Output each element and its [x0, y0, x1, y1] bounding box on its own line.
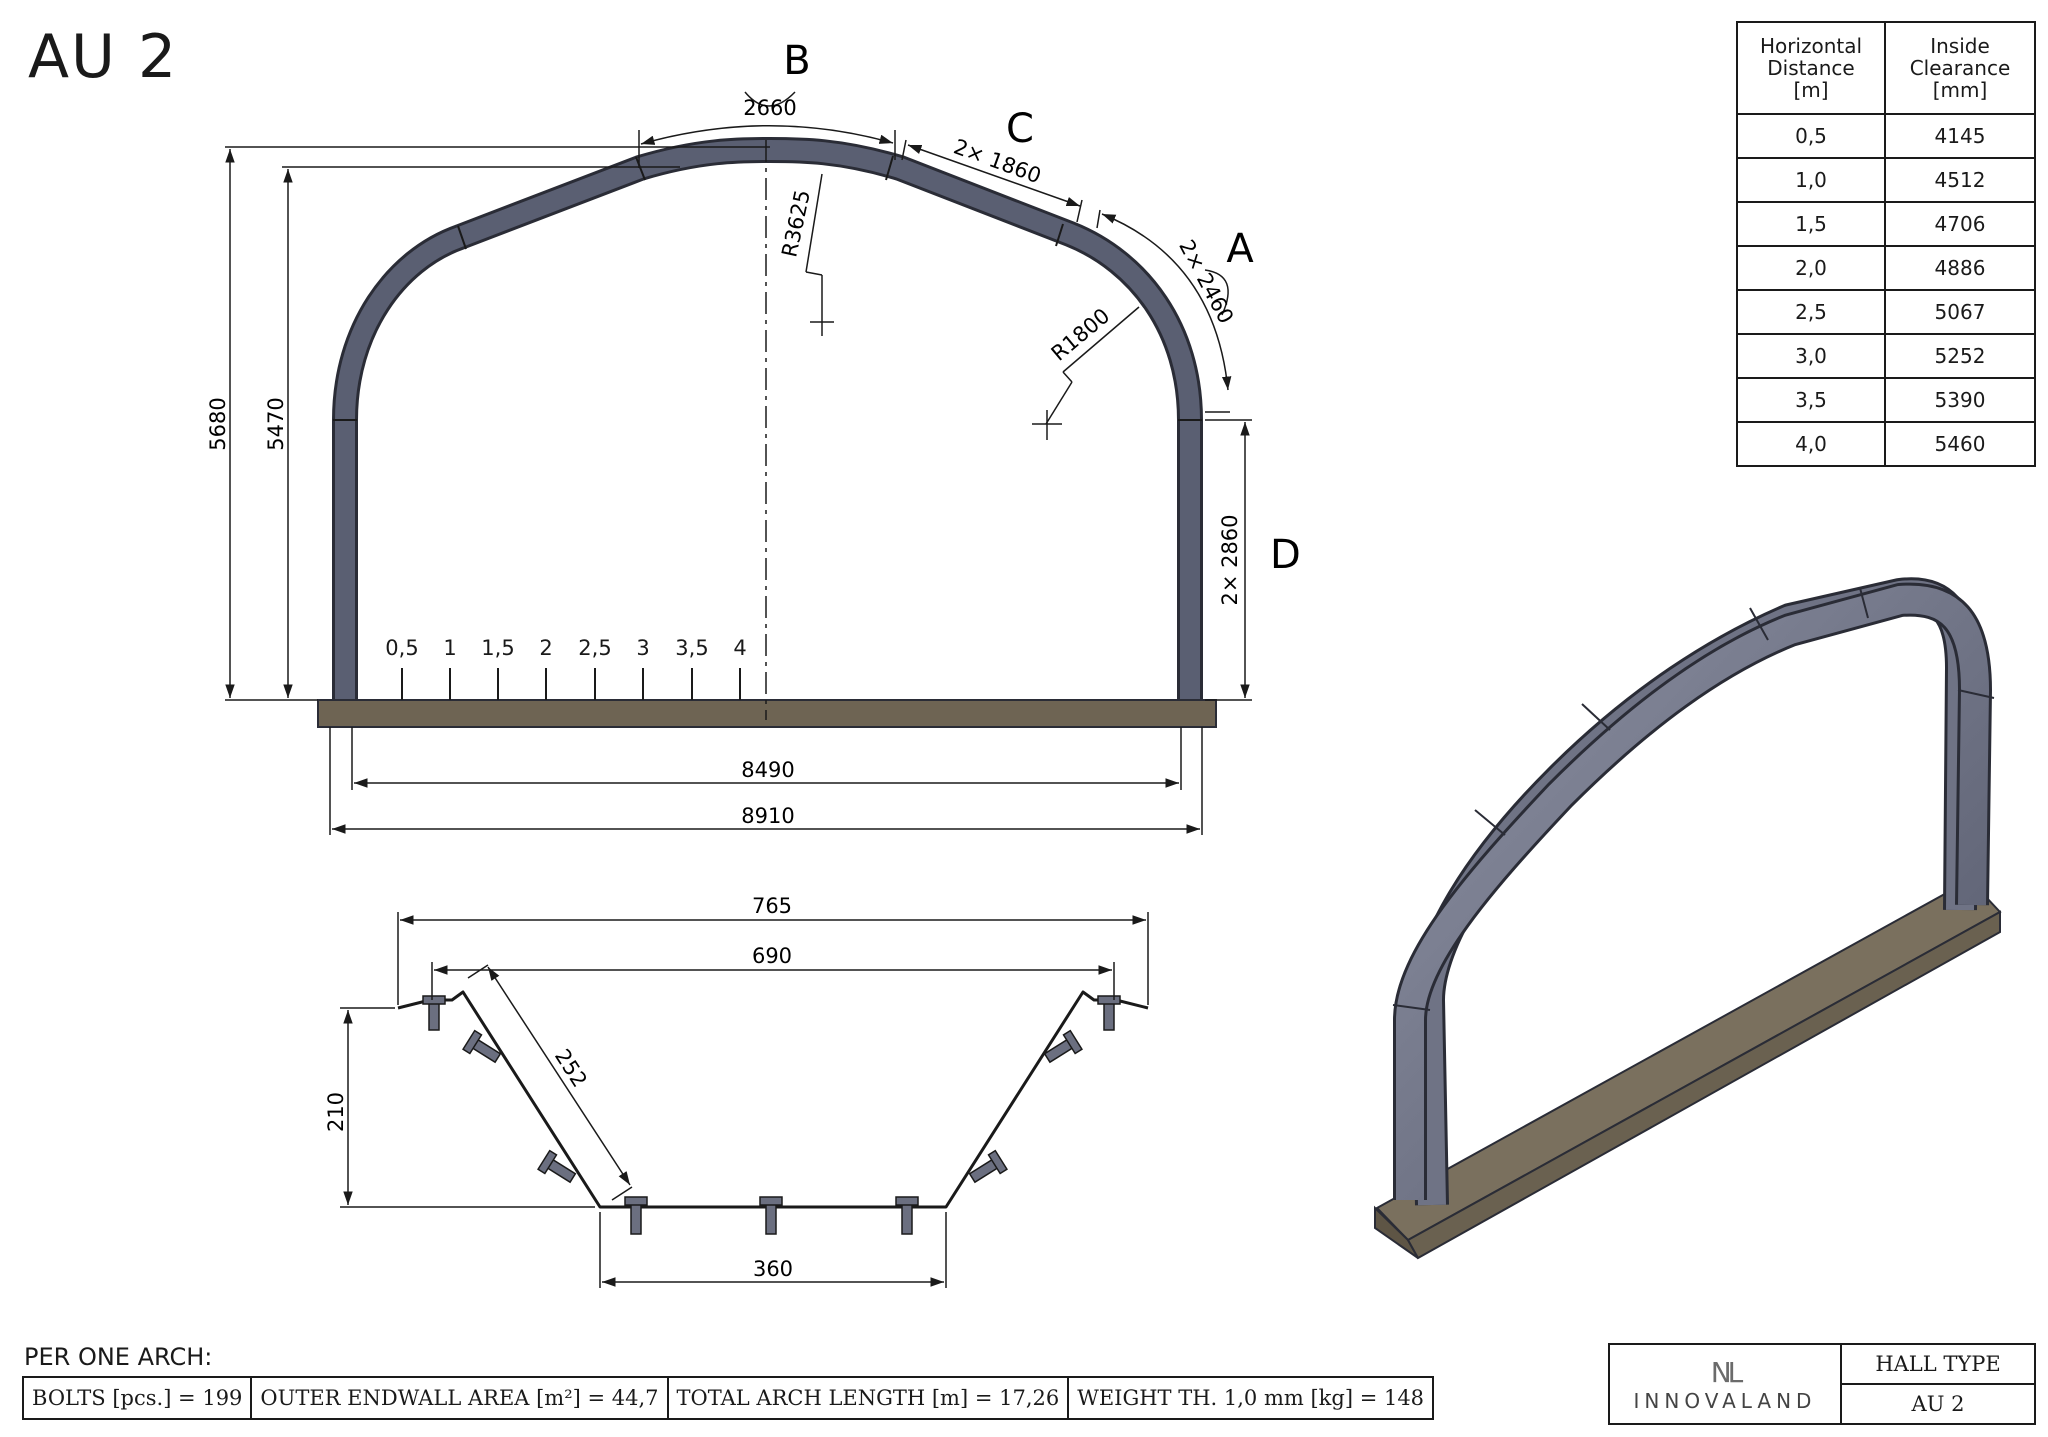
- hall-type-value: AU 2: [1840, 1383, 2036, 1425]
- sheet-title: AU 2: [28, 22, 179, 92]
- arc-b-dimension: [638, 91, 896, 168]
- distance-cell: 1,5: [1736, 201, 1886, 247]
- position-ticks: [401, 668, 741, 700]
- dim-profile-flank: 252: [550, 1045, 592, 1092]
- segment-joints: [333, 155, 1202, 421]
- dim-width-inner: 8490: [741, 758, 794, 782]
- tick-label-7: 4: [733, 636, 746, 660]
- header-line: Inside: [1930, 34, 1990, 58]
- header-line: [m]: [1793, 78, 1829, 102]
- header-line: Clearance: [1909, 56, 2011, 80]
- summary-endwall-area: OUTER ENDWALL AREA [m²] = 44,7: [250, 1376, 669, 1420]
- dim-profile-bottom: 360: [753, 1257, 793, 1281]
- clearance-cell: 4886: [1884, 245, 2036, 291]
- header-horizontal-distance: Horizontal Distance [m]: [1736, 21, 1886, 115]
- summary-heading: PER ONE ARCH:: [24, 1343, 213, 1371]
- distance-cell: 0,5: [1736, 113, 1886, 159]
- dim-profile-outer: 765: [752, 894, 792, 918]
- dim-width-outer: 8910: [741, 804, 794, 828]
- logo-mark: NL: [1710, 1355, 1744, 1389]
- base-plate: [317, 699, 1217, 728]
- company-logo: NL INNOVALAND: [1608, 1343, 1842, 1425]
- dim-height-inner: 5470: [264, 397, 288, 450]
- summary-table: BOLTS [pcs.] = 199 OUTER ENDWALL AREA [m…: [21, 1376, 1435, 1420]
- clearance-cell: 5460: [1884, 421, 2036, 467]
- clearance-cell: 5252: [1884, 333, 2036, 379]
- section-label-c: C: [1006, 106, 1034, 152]
- summary-weight: WEIGHT TH. 1,0 mm [kg] = 148: [1067, 1376, 1435, 1420]
- distance-cell: 3,5: [1736, 377, 1886, 423]
- clearance-cell: 5390: [1884, 377, 2036, 423]
- dim-profile-inner: 690: [752, 944, 792, 968]
- tick-label-4: 2,5: [578, 636, 611, 660]
- width-dimensions: [329, 727, 1203, 835]
- tick-label-6: 3,5: [675, 636, 708, 660]
- front-elevation: 0,5 1 1,5 2 2,5 3 3,5 4 5680 5470: [206, 38, 1301, 835]
- distance-cell: 4,0: [1736, 421, 1886, 467]
- distance-cell: 2,5: [1736, 289, 1886, 335]
- dim-profile-depth: 210: [324, 1092, 348, 1132]
- dim-height-outer: 5680: [206, 397, 230, 450]
- company-name: INNOVALAND: [1633, 1388, 1817, 1413]
- summary-arch-length: TOTAL ARCH LENGTH [m] = 17,26: [666, 1376, 1070, 1420]
- profile-dimensions: [340, 912, 1149, 1288]
- clearance-table: Horizontal Distance [m] Inside Clearance…: [1736, 21, 2036, 467]
- profile-outline: [397, 990, 1149, 1209]
- header-line: Horizontal: [1759, 34, 1863, 58]
- distance-cell: 2,0: [1736, 245, 1886, 291]
- distance-cell: 1,0: [1736, 157, 1886, 203]
- summary-bolts: BOLTS [pcs.] = 199: [21, 1376, 253, 1420]
- iso-joints: [1392, 587, 1995, 1011]
- section-label-d: D: [1270, 532, 1301, 578]
- hall-type-label: HALL TYPE: [1840, 1343, 2036, 1385]
- clearance-cell: 4512: [1884, 157, 2036, 203]
- header-inside-clearance: Inside Clearance [mm]: [1884, 21, 2036, 115]
- dim-arc-b: 2660: [743, 96, 796, 120]
- clearance-cell: 4145: [1884, 113, 2036, 159]
- clearance-cell: 4706: [1884, 201, 2036, 247]
- profile-bolts: [422, 995, 1121, 1235]
- distance-cell: 3,0: [1736, 333, 1886, 379]
- tick-label-3: 2: [539, 636, 552, 660]
- wall-height-dimension: [1205, 419, 1252, 701]
- cross-section: 765 690 210 360 252: [324, 894, 1149, 1288]
- clearance-cell: 5067: [1884, 289, 2036, 335]
- height-dimensions: [225, 146, 770, 701]
- header-line: [mm]: [1932, 78, 1988, 102]
- arc-c-dimension: [901, 139, 1083, 223]
- tick-label-0: 0,5: [385, 636, 418, 660]
- tick-label-2: 1,5: [481, 636, 514, 660]
- isometric-view: [1374, 577, 2002, 1260]
- section-label-b: B: [783, 38, 810, 84]
- arc-a-dimension: [1096, 209, 1232, 413]
- tick-label-1: 1: [443, 636, 456, 660]
- radius-callouts: [805, 173, 1140, 440]
- section-label-a: A: [1226, 226, 1254, 272]
- dim-wall-height: 2× 2860: [1218, 514, 1242, 605]
- title-block: NL INNOVALAND HALL TYPE AU 2: [1608, 1343, 2036, 1425]
- header-line: Distance: [1767, 56, 1855, 80]
- iso-base-top: [1375, 878, 2002, 1242]
- tick-label-5: 3: [636, 636, 649, 660]
